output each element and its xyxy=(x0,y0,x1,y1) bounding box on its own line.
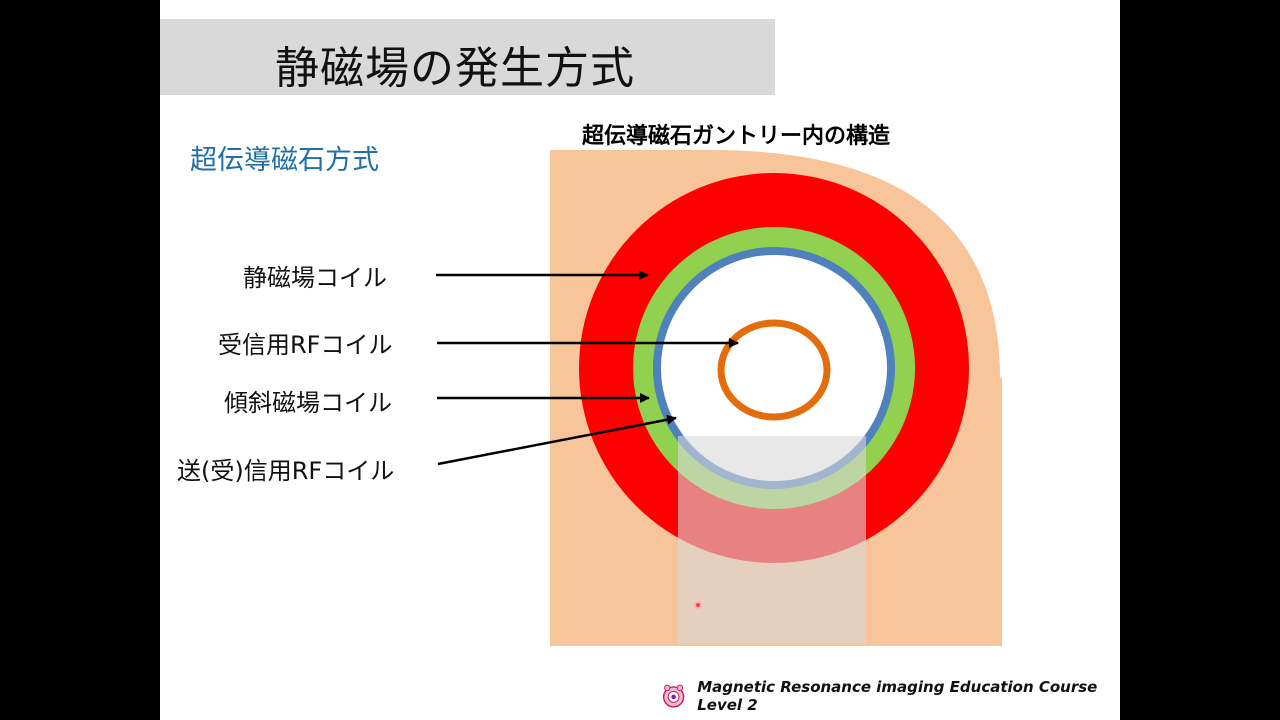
arrow-transmit-rf-coil xyxy=(437,414,677,466)
bore xyxy=(661,255,887,481)
mascot-icon xyxy=(662,684,685,708)
label-static-field-coil: 静磁場コイル xyxy=(243,264,387,292)
slide: 静磁場の発生方式 超伝導磁石方式 超伝導磁石ガントリー内の構造 静磁場コイル xyxy=(160,0,1120,720)
label-transmit-rf-coil: 送(受)信用RFコイル xyxy=(177,457,395,485)
subtitle: 超伝導磁石方式 xyxy=(190,145,379,176)
footer-text: Magnetic Resonance imaging Education Cou… xyxy=(697,678,1098,714)
footer: Magnetic Resonance imaging Education Cou… xyxy=(660,678,1120,714)
title-bar xyxy=(160,19,775,95)
label-gradient-coil: 傾斜磁場コイル xyxy=(224,389,392,417)
diagram-title: 超伝導磁石ガントリー内の構造 xyxy=(582,124,891,149)
table-overlay xyxy=(678,436,866,643)
page-title: 静磁場の発生方式 xyxy=(275,43,635,94)
marker-dot xyxy=(694,601,702,609)
label-receive-rf-coil: 受信用RFコイル xyxy=(218,331,393,359)
gantry-diagram xyxy=(436,150,1002,646)
receive-rf-coil xyxy=(717,319,831,421)
